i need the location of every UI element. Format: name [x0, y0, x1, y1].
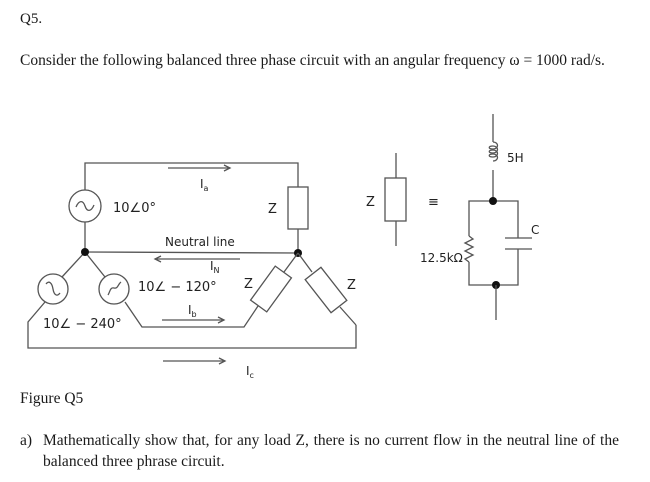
question-intro: Consider the following balanced three ph…	[20, 52, 605, 69]
wire-phase-c	[27, 301, 357, 349]
source-a-label: 10∠0°	[113, 201, 156, 216]
load-a-impedance	[287, 186, 309, 230]
question-number: Q5.	[20, 11, 43, 27]
parallel-bottom-wire	[468, 249, 519, 286]
voltage-source-b	[98, 273, 130, 305]
source-b-label: 10∠ − 120°	[138, 280, 217, 295]
wire-phase-b	[124, 301, 259, 328]
source-c-label: 10∠ − 240°	[43, 317, 122, 332]
inductor-label: 5H	[507, 151, 524, 165]
load-b-label: Z	[244, 277, 253, 292]
wire-load-b-top	[283, 252, 299, 273]
ac-sine-icon	[107, 281, 122, 296]
voltage-source-c	[37, 273, 69, 305]
source-neutral-node	[81, 248, 89, 256]
wire-neutral-source-b	[84, 251, 106, 278]
current-arrow-n	[153, 255, 240, 263]
parallel-top-wire	[468, 200, 519, 238]
load-c-label: Z	[347, 278, 356, 293]
current-a-label: Ia	[200, 177, 209, 193]
parallel-top-node	[489, 197, 497, 205]
current-c-label: Ic	[246, 364, 254, 380]
wire-load-c-top	[297, 252, 313, 273]
load-b-impedance	[249, 265, 293, 313]
part-label: a)	[20, 432, 33, 449]
neutral-wire	[84, 251, 299, 254]
resistor-zigzag-icon	[463, 235, 475, 263]
inductor-coil-icon	[488, 141, 499, 162]
wire-neutral-source-c	[61, 251, 86, 278]
resistor-label: 12.5kΩ	[420, 251, 463, 265]
current-b-label: Ib	[188, 303, 197, 319]
current-arrow-b	[162, 316, 226, 324]
load-c-impedance	[304, 266, 348, 314]
load-a-label: Z	[268, 202, 277, 217]
equivalence-symbol: ≡	[428, 195, 439, 210]
voltage-source-a	[68, 189, 102, 223]
wire-load-c-bottom	[339, 306, 357, 326]
figure-caption: Figure Q5	[20, 390, 84, 407]
current-arrow-c	[163, 357, 227, 365]
neutral-line-label: Neutral line	[165, 235, 235, 249]
part-text: Mathematically show that, for any load Z…	[43, 432, 619, 470]
capacitor-label: C	[531, 223, 539, 237]
ac-sine-icon	[75, 200, 95, 212]
equivalent-z-impedance	[384, 177, 407, 222]
ac-sine-icon	[45, 281, 61, 296]
current-arrow-a	[168, 164, 232, 172]
current-n-label: IN	[210, 259, 220, 275]
wire-phase-a	[84, 162, 299, 190]
equivalent-z-label: Z	[366, 195, 375, 210]
